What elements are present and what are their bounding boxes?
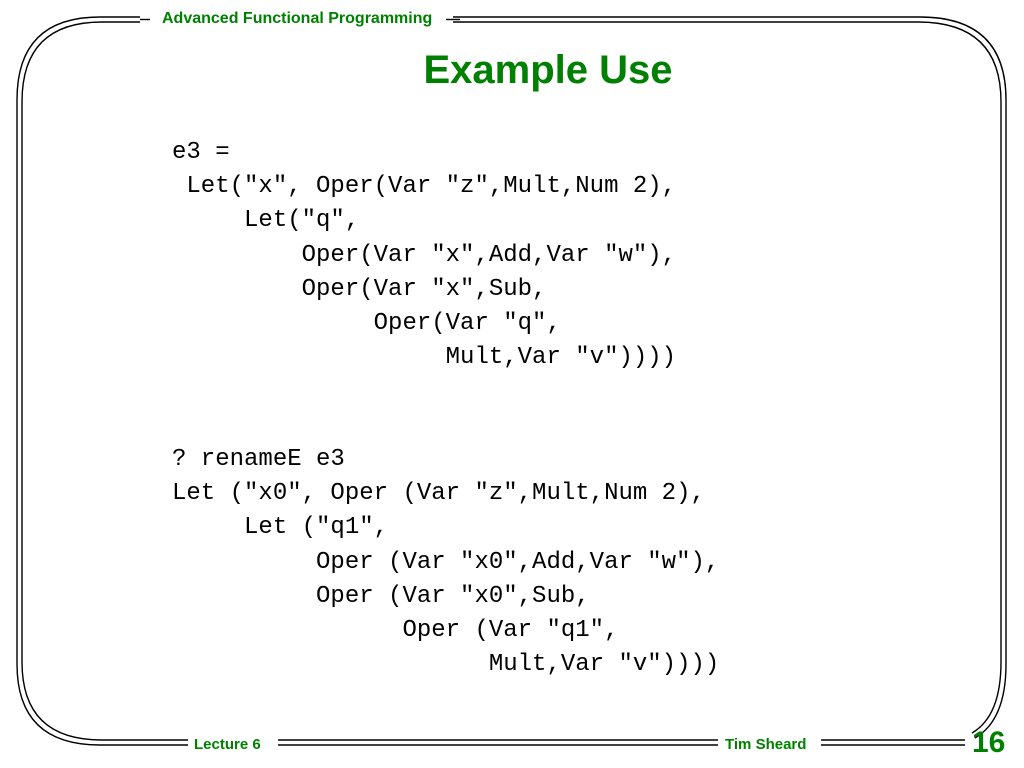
code-block-definition: e3 = Let("x", Oper(Var "z",Mult,Num 2), … — [172, 139, 677, 372]
page-number: 16 — [972, 726, 1006, 759]
footer-lecture: Lecture 6 — [190, 736, 265, 753]
slide-title: Example Use — [423, 48, 673, 92]
course-title: Advanced Functional Programming — [158, 10, 437, 28]
footer-author: Tim Sheard — [721, 736, 811, 753]
code-block-rename-output: ? renameE e3 Let ("x0", Oper (Var "z",Mu… — [172, 446, 720, 679]
